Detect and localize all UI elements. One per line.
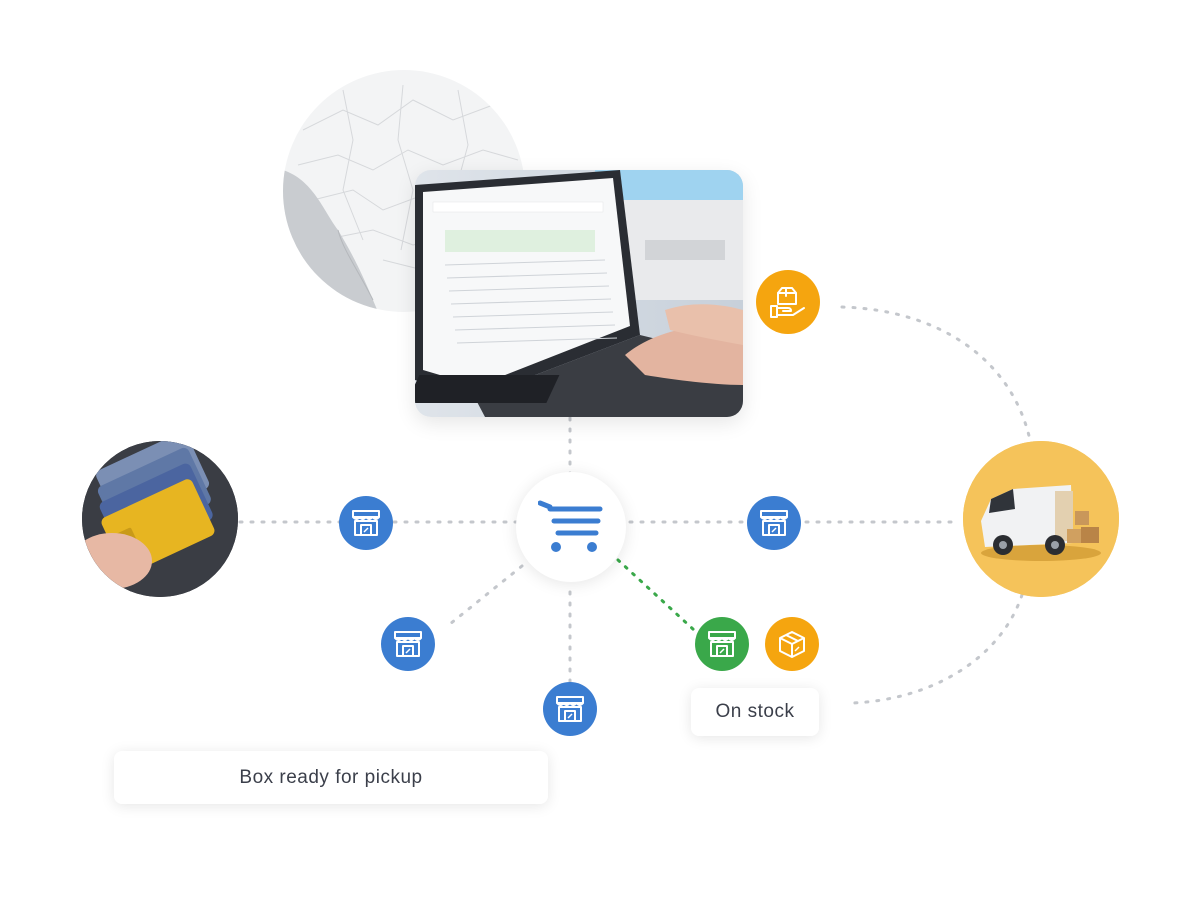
laptop-photo xyxy=(415,170,743,417)
cart-hub[interactable] xyxy=(516,472,626,582)
store-node-left-lower[interactable] xyxy=(381,617,435,671)
storefront-icon xyxy=(708,631,736,657)
credit-cards-photo xyxy=(82,441,238,597)
stock-label: On stock xyxy=(691,688,819,736)
package-node[interactable] xyxy=(765,617,819,671)
storefront-icon xyxy=(760,510,788,536)
stock-label-text: On stock xyxy=(715,701,795,722)
store-node-on-stock[interactable] xyxy=(695,617,749,671)
store-node-bottom[interactable] xyxy=(543,682,597,736)
store-node-delivery[interactable] xyxy=(747,496,801,550)
package-hand-icon xyxy=(770,287,805,318)
handover-node[interactable] xyxy=(756,270,820,334)
pickup-label: Box ready for pickup xyxy=(114,751,548,804)
storefront-icon xyxy=(352,510,380,536)
package-box-icon xyxy=(779,631,805,658)
storefront-icon xyxy=(394,631,422,657)
storefront-icon xyxy=(556,696,584,722)
delivery-van-photo xyxy=(963,441,1119,597)
store-node-payment[interactable] xyxy=(339,496,393,550)
shopping-cart-icon xyxy=(538,500,603,552)
pickup-label-text: Box ready for pickup xyxy=(239,766,423,788)
